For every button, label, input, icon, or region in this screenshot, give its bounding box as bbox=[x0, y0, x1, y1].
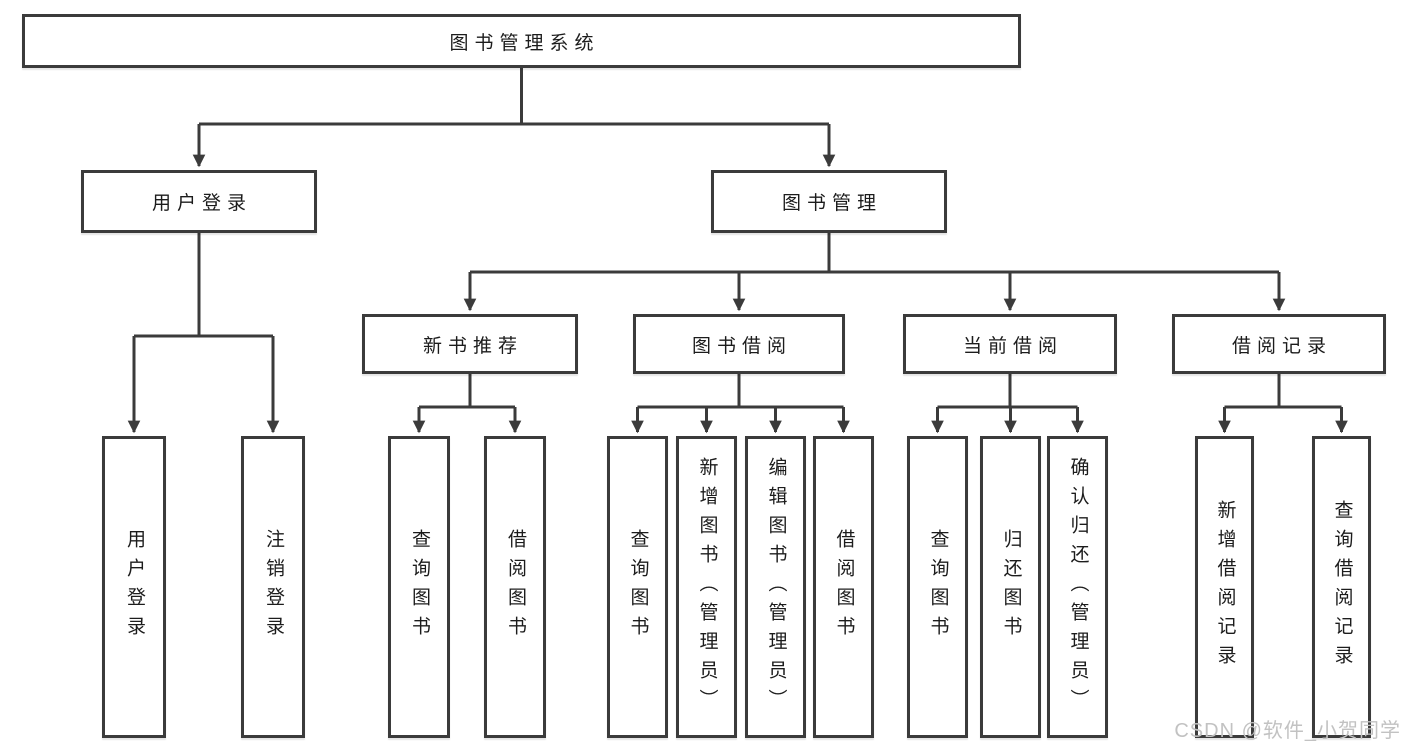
node-library-management-system: 图书管理系统 bbox=[22, 14, 1021, 68]
leaf-query-books-borrowing: 查询图书 bbox=[607, 436, 668, 738]
leaf-label: 确认归还（管理员） bbox=[1067, 456, 1089, 718]
leaf-label: 查询图书 bbox=[927, 529, 949, 645]
leaf-label: 查询借阅记录 bbox=[1331, 500, 1353, 674]
leaf-borrow-books-recommend: 借阅图书 bbox=[484, 436, 546, 738]
node-label: 图书借阅 bbox=[691, 335, 792, 357]
leaf-label: 借阅图书 bbox=[833, 529, 855, 645]
node-label: 用户登录 bbox=[151, 193, 252, 214]
leaf-add-borrow-record: 新增借阅记录 bbox=[1195, 436, 1254, 738]
leaf-label: 归还图书 bbox=[1000, 529, 1022, 645]
leaf-edit-book-admin: 编辑图书（管理员） bbox=[745, 436, 806, 738]
leaf-add-book-admin: 新增图书（管理员） bbox=[676, 436, 737, 738]
node-new-book-recommendation: 新书推荐 bbox=[362, 314, 578, 374]
leaf-borrow-books: 借阅图书 bbox=[813, 436, 874, 738]
leaf-label: 新增图书（管理员） bbox=[696, 456, 718, 718]
leaf-return-book: 归还图书 bbox=[980, 436, 1041, 738]
node-label: 借阅记录 bbox=[1231, 335, 1332, 357]
leaf-logout: 注销登录 bbox=[241, 436, 305, 738]
node-label: 图书管理系统 bbox=[449, 32, 600, 54]
node-book-borrowing: 图书借阅 bbox=[633, 314, 845, 374]
leaf-query-books-current: 查询图书 bbox=[907, 436, 968, 738]
leaf-query-borrow-record: 查询借阅记录 bbox=[1312, 436, 1371, 738]
node-current-borrowing: 当前借阅 bbox=[903, 314, 1117, 374]
node-book-management-branch: 图书管理 bbox=[711, 170, 947, 233]
leaf-label: 查询图书 bbox=[408, 529, 430, 645]
leaf-confirm-return-admin: 确认归还（管理员） bbox=[1047, 436, 1108, 738]
node-borrowing-records: 借阅记录 bbox=[1172, 314, 1386, 374]
leaf-label: 注销登录 bbox=[262, 529, 284, 645]
leaf-label: 借阅图书 bbox=[504, 529, 526, 645]
node-label: 新书推荐 bbox=[422, 335, 523, 357]
leaf-user-login: 用户登录 bbox=[102, 436, 166, 738]
leaf-label: 编辑图书（管理员） bbox=[765, 456, 787, 718]
csdn-watermark: CSDN @软件_小贺同学 bbox=[1174, 720, 1401, 742]
leaf-label: 用户登录 bbox=[123, 529, 145, 645]
node-label: 图书管理 bbox=[781, 193, 882, 214]
leaf-label: 查询图书 bbox=[627, 529, 649, 645]
leaf-label: 新增借阅记录 bbox=[1214, 500, 1236, 674]
leaf-query-books-recommend: 查询图书 bbox=[388, 436, 450, 738]
node-label: 当前借阅 bbox=[962, 335, 1063, 357]
node-user-login-branch: 用户登录 bbox=[81, 170, 317, 233]
